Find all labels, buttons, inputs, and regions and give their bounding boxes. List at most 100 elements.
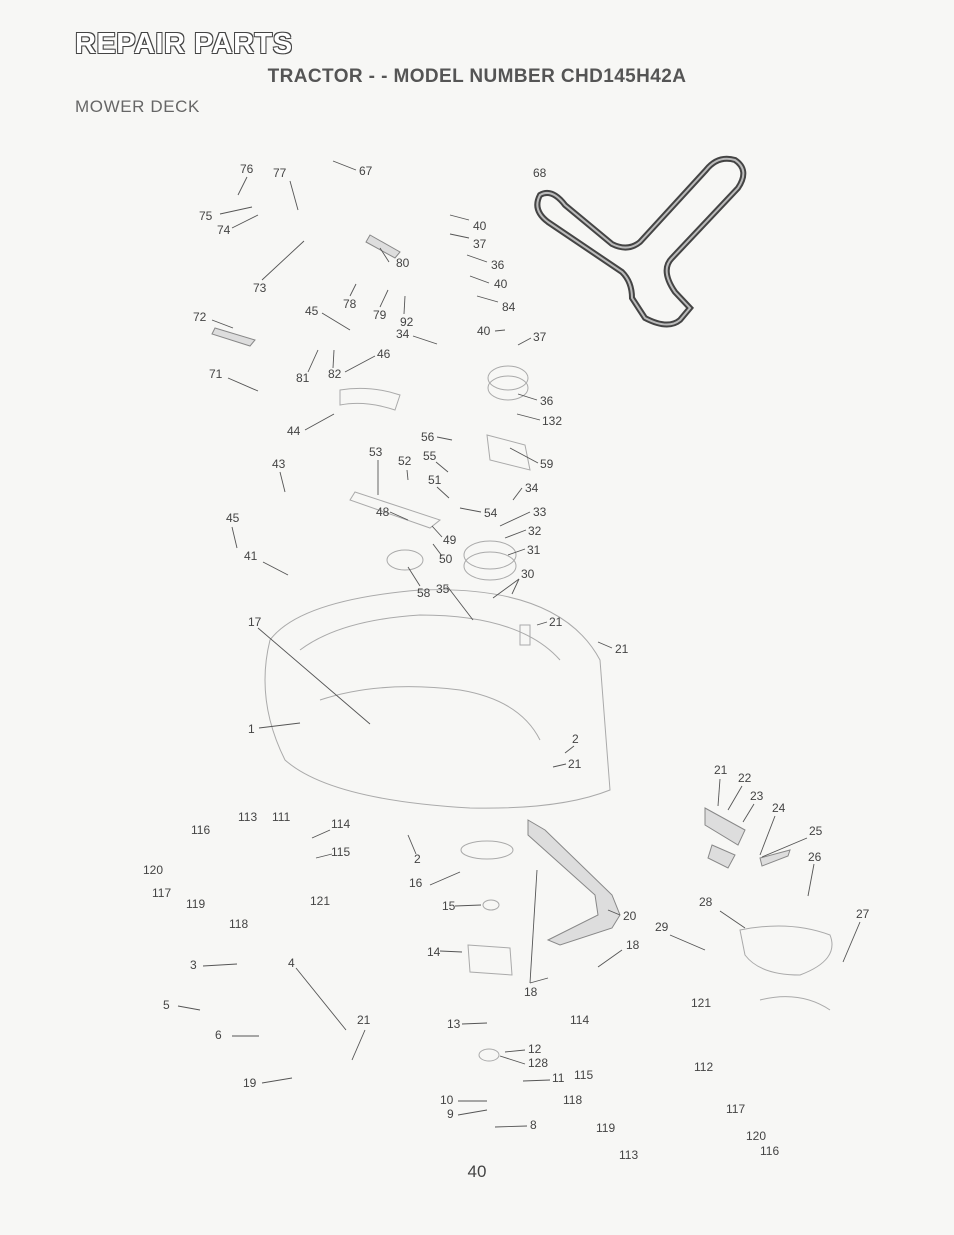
part-number: 24 — [772, 801, 786, 815]
part-number: 3 — [190, 958, 197, 972]
part-number: 31 — [527, 543, 541, 557]
part-number: 116 — [760, 1144, 779, 1158]
part-number: 22 — [738, 771, 752, 785]
part-number: 115 — [331, 845, 350, 859]
part-number: 78 — [343, 297, 357, 311]
part-number: 111 — [272, 810, 291, 824]
part-number: 58 — [417, 586, 431, 600]
part-number: 40 — [494, 277, 508, 291]
part-number: 81 — [296, 371, 310, 385]
part-number: 16 — [409, 876, 423, 890]
part-number: 82 — [328, 367, 342, 381]
part-number: 21 — [714, 763, 728, 777]
part-number: 119 — [596, 1121, 615, 1135]
part-number: 33 — [533, 505, 547, 519]
part-number: 76 — [240, 162, 254, 176]
part-number: 25 — [809, 824, 823, 838]
part-number: 132 — [542, 414, 562, 428]
part-number: 51 — [428, 473, 442, 487]
part-number: 114 — [331, 817, 350, 831]
part-number: 10 — [440, 1093, 454, 1107]
part-number: 49 — [443, 533, 457, 547]
drive-belt — [534, 155, 747, 328]
part-number: 67 — [359, 164, 373, 178]
part-number-labels: 76 77 67 68 75 74 40 37 80 36 73 40 84 7… — [143, 162, 870, 1162]
part-number: 48 — [376, 505, 390, 519]
part-number: 44 — [287, 424, 301, 438]
part-number: 77 — [273, 166, 287, 180]
part-number: 56 — [421, 430, 435, 444]
part-number: 115 — [574, 1068, 593, 1082]
part-number: 71 — [209, 367, 223, 381]
part-number: 26 — [808, 850, 822, 864]
part-number: 18 — [524, 985, 538, 999]
part-number: 14 — [427, 945, 441, 959]
part-number: 114 — [570, 1013, 589, 1027]
part-number: 75 — [199, 209, 213, 223]
part-number: 92 — [400, 315, 414, 329]
part-number: 120 — [746, 1129, 766, 1143]
part-number: 12 — [528, 1042, 542, 1056]
part-number: 27 — [856, 907, 870, 921]
part-number: 36 — [540, 394, 554, 408]
part-number: 21 — [568, 757, 582, 771]
part-number: 118 — [563, 1093, 582, 1107]
part-number: 21 — [615, 642, 629, 656]
part-number: 36 — [491, 258, 505, 272]
part-number: 54 — [484, 506, 498, 520]
part-number: 32 — [528, 524, 542, 538]
part-number: 11 — [552, 1071, 565, 1085]
part-number: 20 — [623, 909, 637, 923]
part-number: 73 — [253, 281, 267, 295]
part-number: 72 — [193, 310, 207, 324]
part-number: 29 — [655, 920, 669, 934]
part-number: 116 — [191, 823, 210, 837]
part-number: 2 — [572, 732, 579, 746]
part-number: 121 — [310, 894, 330, 908]
part-number: 79 — [373, 308, 387, 322]
part-number: 43 — [272, 457, 286, 471]
part-number: 18 — [626, 938, 640, 952]
part-number: 40 — [473, 219, 487, 233]
part-number: 23 — [750, 789, 764, 803]
part-number: 112 — [694, 1060, 713, 1074]
part-number: 84 — [502, 300, 516, 314]
part-number: 113 — [238, 810, 257, 824]
part-number: 45 — [226, 511, 240, 525]
part-number: 53 — [369, 445, 383, 459]
part-number: 5 — [163, 998, 170, 1012]
part-number: 37 — [473, 237, 487, 251]
part-number: 2 — [414, 852, 421, 866]
part-number: 13 — [447, 1017, 461, 1031]
part-number: 55 — [423, 449, 437, 463]
part-number: 6 — [215, 1028, 222, 1042]
part-number: 52 — [398, 454, 412, 468]
part-number: 74 — [217, 223, 231, 237]
section-heading: MOWER DECK — [75, 97, 200, 116]
linkage-parts — [211, 234, 833, 1011]
part-number: 30 — [521, 567, 535, 581]
part-number: 17 — [248, 615, 262, 629]
part-number: 9 — [447, 1107, 454, 1121]
part-number: 59 — [540, 457, 554, 471]
part-number: 80 — [396, 256, 410, 270]
part-number: 41 — [244, 549, 258, 563]
part-number: 128 — [528, 1056, 548, 1070]
part-number: 35 — [436, 582, 450, 596]
part-number: 119 — [186, 897, 205, 911]
part-number: 21 — [549, 615, 563, 629]
page-number: 40 — [467, 1162, 487, 1181]
part-number: 40 — [477, 324, 491, 338]
part-number: 15 — [442, 899, 456, 913]
model-subtitle: TRACTOR - - MODEL NUMBER CHD145H42A — [267, 66, 687, 87]
part-number: 34 — [525, 481, 539, 495]
page-title: REPAIR PARTS — [75, 28, 293, 60]
part-number: 34 — [396, 327, 410, 341]
part-number: 120 — [143, 863, 163, 877]
part-number: 19 — [243, 1076, 257, 1090]
part-number: 117 — [726, 1102, 745, 1116]
part-number: 113 — [619, 1148, 638, 1162]
part-number: 45 — [305, 304, 319, 318]
part-number: 68 — [533, 166, 547, 180]
